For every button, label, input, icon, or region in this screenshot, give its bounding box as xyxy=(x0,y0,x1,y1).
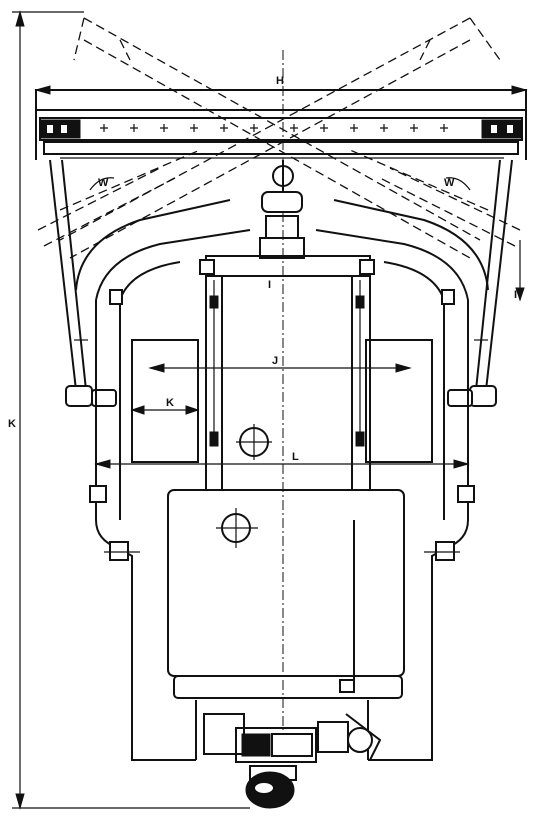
inner-width-dimension xyxy=(148,363,412,373)
top-width-dimension xyxy=(34,85,528,95)
drive-unit xyxy=(195,700,382,809)
swing-positions-dashed xyxy=(37,17,521,259)
battery-box xyxy=(167,489,405,699)
inner-width-label: J xyxy=(272,355,278,367)
arm-drop-dimension xyxy=(515,240,525,302)
right-arm xyxy=(447,159,513,407)
side-blocks xyxy=(89,485,475,561)
top-beam xyxy=(35,89,527,160)
lower-width-dimension xyxy=(94,459,470,469)
mast-head xyxy=(259,160,305,259)
overall-height-label: K xyxy=(8,418,16,430)
side-offset-label: K xyxy=(166,397,174,409)
right-angle-arc xyxy=(445,177,471,191)
beam-bolts xyxy=(100,124,448,132)
top-width-label: H xyxy=(276,75,284,87)
arm-length-label: I xyxy=(268,279,271,291)
right-angle-label: W xyxy=(444,177,455,189)
left-angle-label: W xyxy=(98,177,109,189)
mast xyxy=(199,255,375,491)
side-offset-dimension xyxy=(130,405,200,415)
overall-height-dimension xyxy=(12,10,250,810)
side-guards xyxy=(109,289,455,463)
left-arm xyxy=(49,159,117,407)
lower-width-label: L xyxy=(292,451,299,463)
mast-hole xyxy=(236,424,272,460)
arm-drop-label: I xyxy=(514,289,517,301)
left-angle-arc xyxy=(89,177,115,191)
